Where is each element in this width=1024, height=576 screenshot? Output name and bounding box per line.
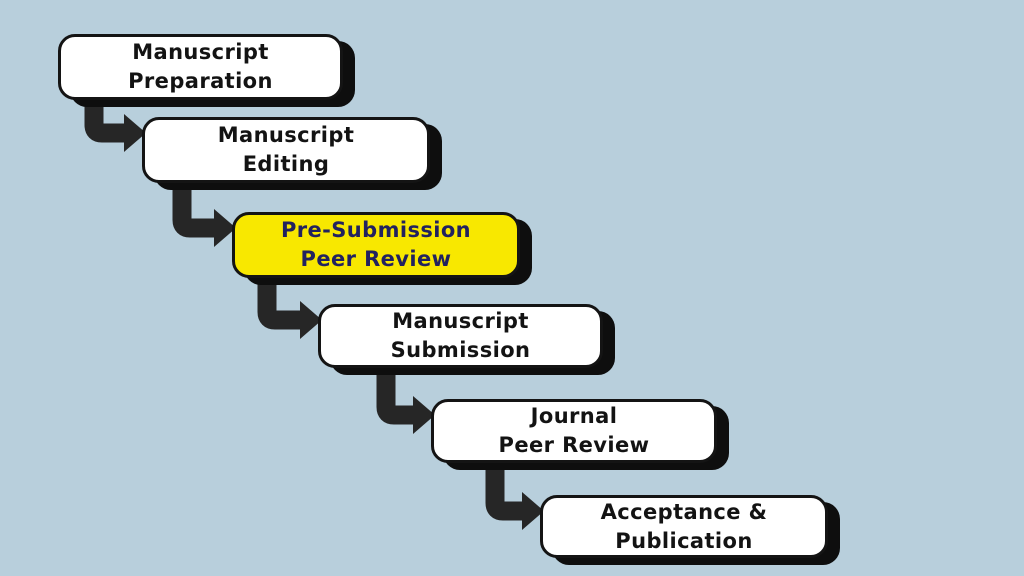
step-label-line: Peer Review [300,247,452,271]
step-pre-submission-peer-review: Pre-Submission Peer Review [232,212,520,278]
elbow-arrow-1 [84,98,146,152]
step-label-line: Manuscript [217,123,355,147]
elbow-arrow-2 [172,181,236,247]
step-manuscript-submission: Manuscript Submission [318,304,603,368]
elbow-arrow-3 [257,276,322,339]
step-label-line: Submission [390,338,531,362]
step-label-line: Publication [615,528,753,553]
step-label-line: Pre-Submission [280,218,472,242]
elbow-arrow-5 [485,463,544,530]
step-label-line: Preparation [128,69,273,93]
step-acceptance-publication: Acceptance & Publication [540,495,828,558]
step-journal-peer-review: Journal Peer Review [431,399,717,463]
step-label-line: Editing [242,152,330,176]
elbow-arrow-4 [376,368,435,434]
step-label-line: Peer Review [498,433,650,457]
step-label-line: Journal [530,404,618,428]
step-manuscript-editing: Manuscript Editing [142,117,430,183]
step-label-line: Manuscript [132,40,269,64]
step-manuscript-preparation: Manuscript Preparation [58,34,343,100]
step-label-line: Manuscript [392,309,529,333]
step-label-line: Acceptance & [600,499,768,524]
